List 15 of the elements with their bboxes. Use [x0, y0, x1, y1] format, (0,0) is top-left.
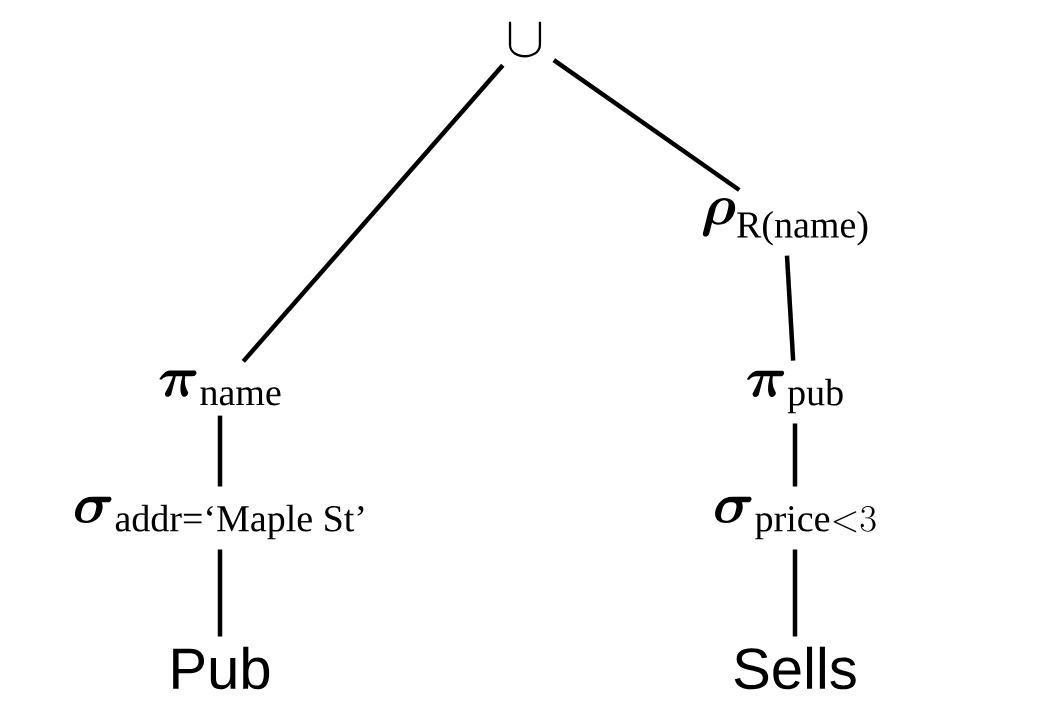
connector-line	[784, 255, 796, 361]
union-symbol: $\cup$	[508, 21, 542, 58]
selection-operator: $\boldsymbol{\sigma}_{\text{price}<3}$	[715, 496, 876, 540]
rename-operator: $\boldsymbol{\rho}_{\text{R(name)}}$	[702, 198, 868, 246]
selection-operator: $\boldsymbol{\sigma}_{\text{addr=‘Maple St’}}$	[74, 496, 364, 540]
connector-line	[217, 415, 223, 487]
connector-line	[552, 58, 741, 192]
projection-operator: $\boldsymbol{\pi}_{\text{pub}}$	[747, 370, 843, 414]
connector-line	[792, 423, 798, 487]
projection-operator: $\boldsymbol{\pi}_{\text{name}}$	[159, 370, 281, 406]
connector-line	[241, 63, 505, 363]
connector-line	[792, 549, 798, 637]
connector-line	[217, 549, 223, 637]
relation-name: Pub	[173, 646, 270, 690]
relation-name: Sells	[734, 646, 856, 690]
